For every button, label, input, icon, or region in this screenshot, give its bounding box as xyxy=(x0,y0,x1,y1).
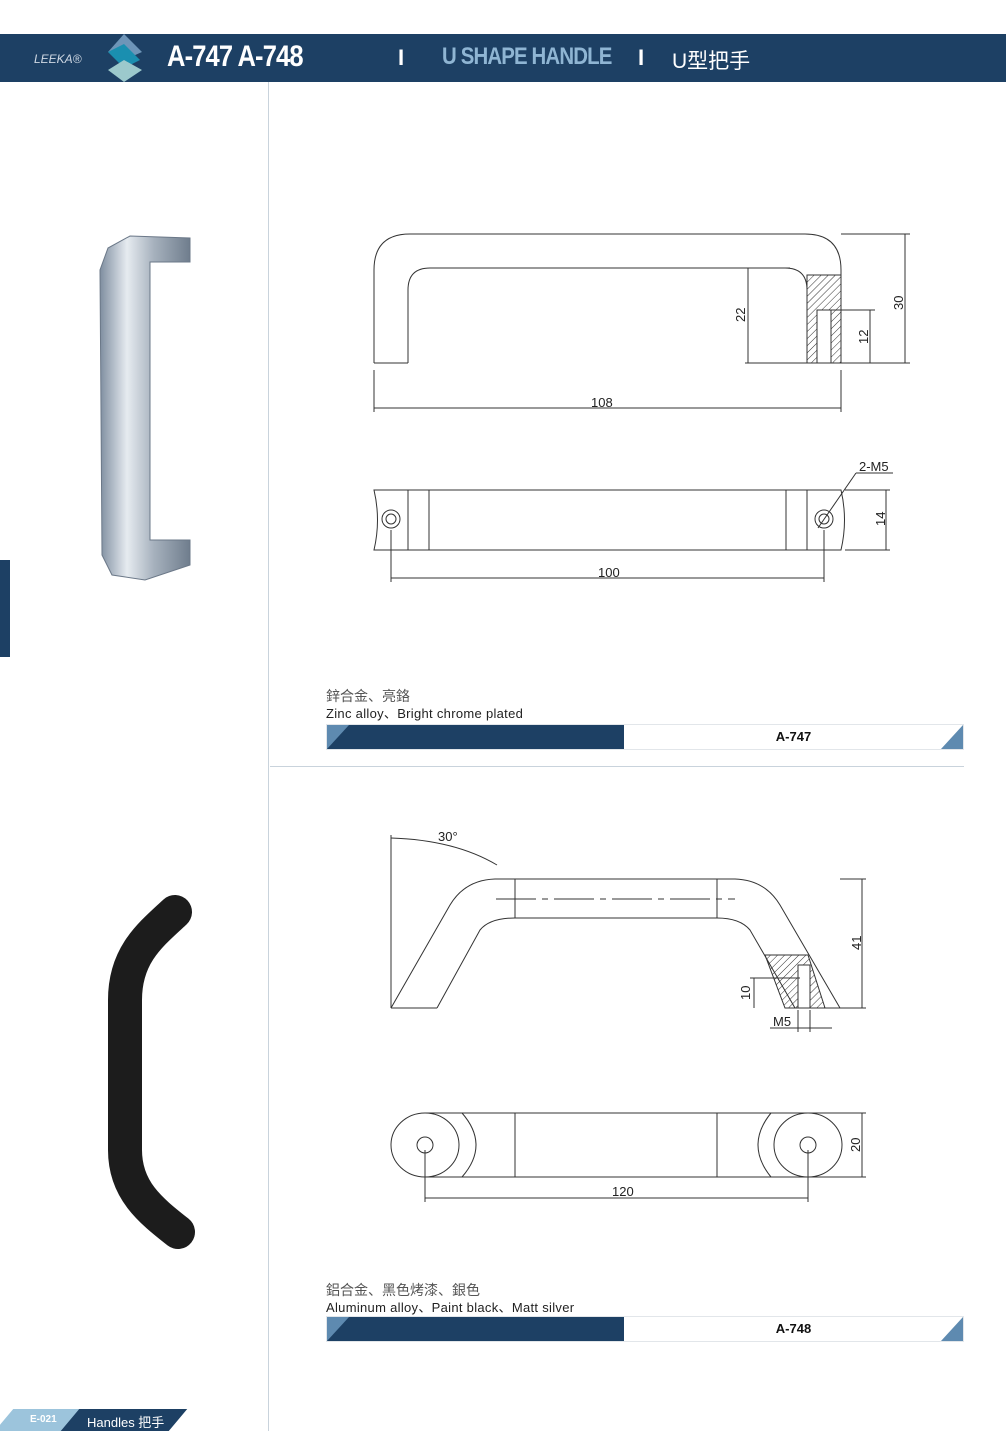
dim-thread-depth: 12 xyxy=(856,330,871,344)
material-cn: 鋁合金、黑色烤漆、銀色 xyxy=(326,1282,480,1298)
dim-thread-depth: 10 xyxy=(738,986,753,1000)
a747-top-view xyxy=(373,472,893,582)
brand-logo: LEEKA® xyxy=(34,52,82,66)
title-en: U SHAPE HANDLE xyxy=(442,43,612,70)
a747-photo xyxy=(99,235,191,581)
a747-side-view xyxy=(373,233,910,412)
dim-width: 14 xyxy=(873,512,888,526)
dim-height: 41 xyxy=(849,936,864,950)
material-en: Aluminum alloy、Paint black、Matt silver xyxy=(326,1300,575,1315)
section-label: Handles 把手 xyxy=(87,1415,165,1430)
product-code: A-748 xyxy=(775,1321,812,1336)
dim-thread: M5 xyxy=(773,1014,791,1029)
dim-height: 30 xyxy=(891,296,906,310)
dim-angle: 30° xyxy=(438,829,458,844)
material-en: Zinc alloy、Bright chrome plated xyxy=(326,706,524,721)
dim-hole-spacing: 120 xyxy=(612,1184,634,1199)
side-accent xyxy=(0,560,10,657)
column-divider xyxy=(268,82,269,1431)
title-cn: U型把手 xyxy=(672,50,751,73)
a748-top-view xyxy=(390,1112,866,1202)
a748-side-view xyxy=(390,835,866,1032)
title-separator: I xyxy=(398,45,405,70)
section-divider xyxy=(270,766,964,767)
product-code-bar: A-747 xyxy=(326,724,964,750)
product-code: A-747 xyxy=(775,729,812,744)
header-bar xyxy=(0,34,1006,82)
dim-thread: 2-M5 xyxy=(859,459,889,474)
page-number: E-021 xyxy=(30,1414,57,1425)
dim-width: 20 xyxy=(848,1138,863,1152)
dim-hole-spacing: 100 xyxy=(598,565,620,580)
footer-tab: E-021 Handles 把手 xyxy=(0,1409,190,1431)
dim-inner-height: 22 xyxy=(733,308,748,322)
dim-length: 108 xyxy=(591,395,613,410)
a748-photo xyxy=(108,895,195,1249)
product-code-bar: A-748 xyxy=(326,1316,964,1342)
material-cn: 鋅合金、亮鉻 xyxy=(326,688,410,704)
logo-diamond-icon xyxy=(108,34,142,82)
page-title: A-747 A-748 xyxy=(167,40,304,73)
title-separator: I xyxy=(638,45,645,70)
